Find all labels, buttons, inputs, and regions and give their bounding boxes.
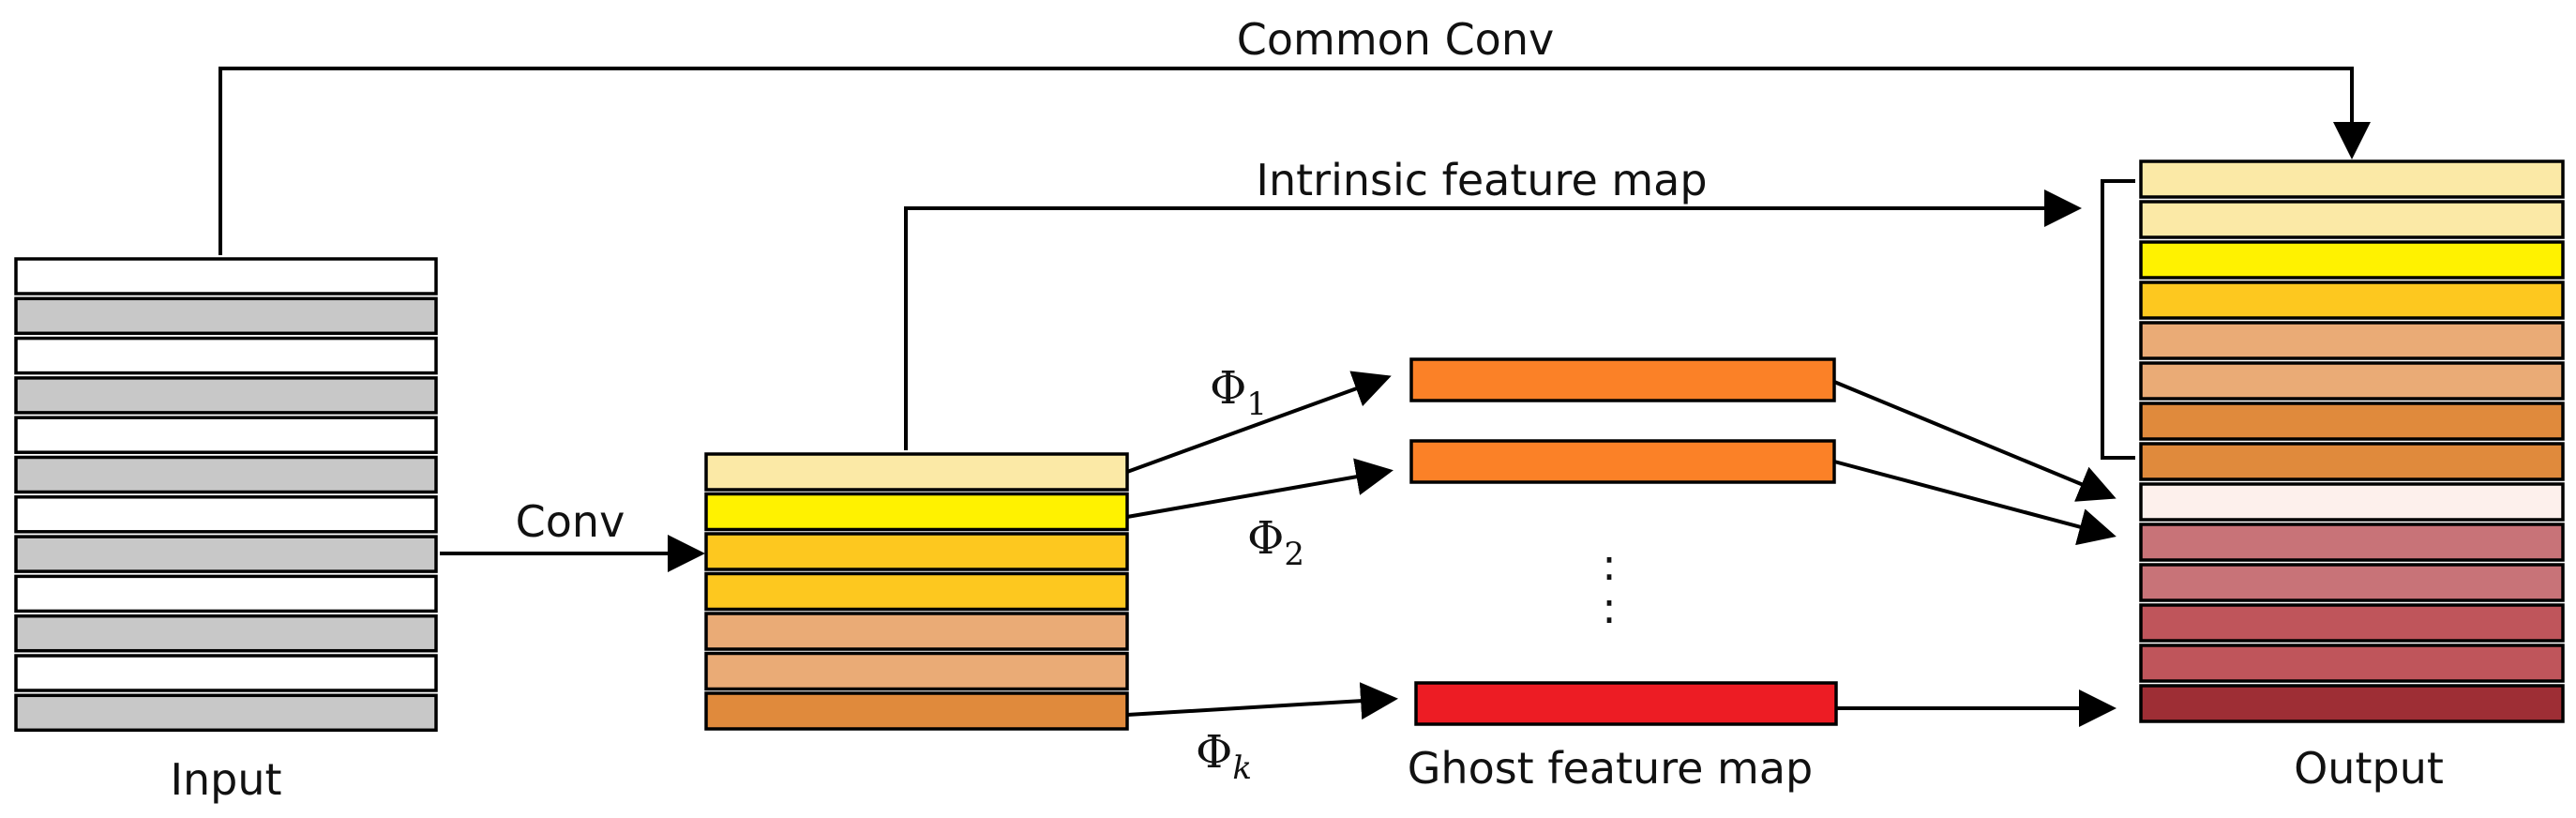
- conv-channel-6: [704, 651, 1129, 691]
- input-channel-8: [14, 535, 438, 573]
- output-channel-3: [2139, 240, 2565, 280]
- input-channel-1: [14, 257, 438, 295]
- phi-1-label: Φ1: [1210, 362, 1267, 423]
- ellipsis-dots: :: [1602, 539, 1617, 590]
- output-feature-stack: [2139, 159, 2565, 723]
- input-channel-5: [14, 416, 438, 454]
- input-feature-stack: [14, 257, 438, 733]
- ghost-feature-maps: [1409, 357, 1838, 726]
- intrinsic-feature-map-label: Intrinsic feature map: [1256, 155, 1707, 205]
- intrinsic-bracket: [2101, 179, 2135, 460]
- input-channel-2: [14, 296, 438, 336]
- output-channel-4: [2139, 280, 2565, 320]
- ghost2-output-edge: [1833, 460, 2117, 546]
- phik-edge: [1126, 682, 1398, 720]
- output-channel-5: [2139, 321, 2565, 360]
- phi-k-label: Φk: [1196, 726, 1252, 787]
- conv-channel-2: [704, 492, 1129, 532]
- ghost-map-2: [1409, 439, 1836, 484]
- conv-channel-1: [704, 452, 1129, 492]
- conv-channel-7: [704, 691, 1129, 731]
- ghost-feature-map-label: Ghost feature map: [1408, 743, 1813, 794]
- conv-channel-3: [704, 532, 1129, 571]
- input-channel-7: [14, 495, 438, 534]
- output-channel-9: [2139, 482, 2565, 522]
- output-channel-13: [2139, 644, 2565, 683]
- input-channel-6: [14, 455, 438, 494]
- input-channel-3: [14, 336, 438, 375]
- input-channel-10: [14, 614, 438, 653]
- output-channel-7: [2139, 401, 2565, 441]
- output-channel-10: [2139, 523, 2565, 562]
- output-channel-2: [2139, 200, 2565, 239]
- output-label: Output: [2294, 743, 2444, 794]
- phi-2-label: Φ2: [1247, 512, 1304, 573]
- output-channel-14: [2139, 684, 2565, 723]
- output-channel-12: [2139, 603, 2565, 643]
- conv-channel-4: [704, 571, 1129, 612]
- ghost-map-1: [1409, 357, 1836, 402]
- conv-output-stack: [704, 452, 1129, 731]
- output-channel-8: [2139, 442, 2565, 481]
- ellipsis-dots-lower: :: [1602, 583, 1617, 633]
- intrinsic-edge: [904, 189, 2082, 450]
- common-conv-edge: [218, 67, 2371, 255]
- conv-channel-5: [704, 612, 1129, 651]
- input-channel-9: [14, 574, 438, 614]
- phi2-edge: [1126, 458, 1393, 519]
- output-channel-6: [2139, 361, 2565, 401]
- common-conv-label: Common Conv: [1237, 14, 1554, 65]
- input-channel-11: [14, 654, 438, 692]
- output-channel-11: [2139, 563, 2565, 602]
- connectors: [218, 67, 2371, 727]
- output-channel-1: [2139, 159, 2565, 199]
- ghost1-output-edge: [1833, 380, 2117, 502]
- input-label: Input: [170, 754, 281, 805]
- ghost-map-3: [1414, 681, 1838, 726]
- conv-label: Conv: [516, 496, 625, 547]
- input-channel-4: [14, 376, 438, 415]
- phi1-edge: [1126, 371, 1392, 474]
- input-channel-12: [14, 693, 438, 733]
